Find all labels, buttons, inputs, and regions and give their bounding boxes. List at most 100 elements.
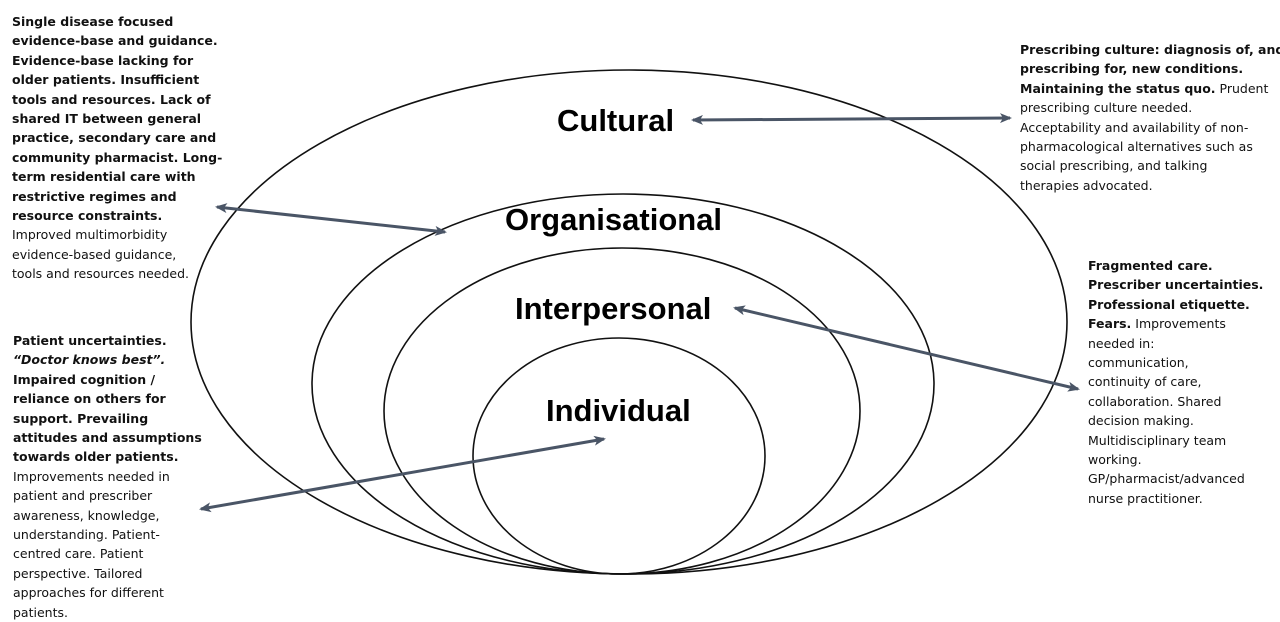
note-line: restrictive regimes and xyxy=(12,187,222,206)
note-line: pharmacological alternatives such as xyxy=(1020,137,1280,156)
note-line: evidence-based guidance, xyxy=(12,245,222,264)
note-text: prescribing for, new conditions. xyxy=(1020,61,1244,77)
note-text: towards older patients. xyxy=(13,449,179,465)
note-text: centred care. Patient xyxy=(13,546,144,562)
note-text: awareness, knowledge, xyxy=(13,507,160,523)
note-text: needed in: xyxy=(1088,335,1155,351)
note-text: social prescribing, and talking xyxy=(1020,158,1208,174)
note-line: Impaired cognition / xyxy=(13,370,202,389)
cultural-arrow xyxy=(691,113,1012,125)
note-text: patient and prescriber xyxy=(13,488,153,504)
note-text: Fears. xyxy=(1088,316,1132,332)
note-text: “Doctor knows best”. xyxy=(13,352,166,368)
note-text: support. Prevailing xyxy=(13,410,149,426)
note-line: Single disease focused xyxy=(12,12,222,31)
note-line: social prescribing, and talking xyxy=(1020,156,1280,175)
note-line: community pharmacist. Long- xyxy=(12,148,222,167)
note-text: Acceptability and availability of non- xyxy=(1020,119,1249,135)
note-line: communication, xyxy=(1088,353,1263,372)
note-text: nurse practitioner. xyxy=(1088,490,1203,506)
interpersonal-label: Interpersonal xyxy=(515,291,712,326)
note-text: attitudes and assumptions xyxy=(13,430,202,446)
note-line: Prescribing culture: diagnosis of, and xyxy=(1020,40,1280,59)
note-text: Prescribing culture: diagnosis of, and xyxy=(1020,42,1280,57)
note-text: pharmacological alternatives such as xyxy=(1020,139,1253,155)
note-text: Maintaining the status quo. xyxy=(1020,80,1216,96)
note-text: Single disease focused xyxy=(12,14,174,29)
note-text: Improvements needed in xyxy=(13,468,170,484)
note-line: Fears. Improvements xyxy=(1088,314,1263,333)
note-line: evidence-base and guidance. xyxy=(12,31,222,50)
note-text: collaboration. Shared xyxy=(1088,393,1222,409)
note-text: patients. xyxy=(13,604,68,620)
note-text: community pharmacist. Long- xyxy=(12,149,223,165)
cultural-note: Prescribing culture: diagnosis of, and pr… xyxy=(1020,40,1280,195)
note-text: resource constraints. xyxy=(12,208,163,224)
note-line: patients. xyxy=(13,603,202,622)
note-line: shared IT between general xyxy=(12,109,222,128)
note-line: decision making. xyxy=(1088,411,1263,430)
note-text: perspective. Tailored xyxy=(13,565,143,581)
note-line: GP/pharmacist/advanced xyxy=(1088,469,1263,488)
note-line: prescribing culture needed. xyxy=(1020,98,1280,117)
note-line: collaboration. Shared xyxy=(1088,392,1263,411)
note-line: continuity of care, xyxy=(1088,372,1263,391)
note-text: shared IT between general xyxy=(12,111,202,127)
individual-note: Patient uncertainties. “Doctor knows best… xyxy=(13,331,202,622)
note-text: Impaired cognition / xyxy=(13,371,156,387)
note-text: decision making. xyxy=(1088,413,1194,429)
interpersonal-arrow xyxy=(733,305,1080,392)
note-text: reliance on others for xyxy=(13,391,166,407)
note-line: support. Prevailing xyxy=(13,409,202,428)
note-text: continuity of care, xyxy=(1088,374,1202,390)
note-line: Patient uncertainties. xyxy=(13,331,202,350)
note-text: evidence-base and guidance. xyxy=(12,33,218,49)
note-text: GP/pharmacist/advanced xyxy=(1088,471,1245,487)
note-line: centred care. Patient xyxy=(13,544,202,563)
note-text: Improvements xyxy=(1131,316,1226,332)
note-text: tools and resources needed. xyxy=(12,266,190,282)
note-line: Prescriber uncertainties. xyxy=(1088,275,1263,294)
note-line: older patients. Insufficient xyxy=(12,70,222,89)
note-text: approaches for different xyxy=(13,585,164,601)
note-line: patient and prescriber xyxy=(13,486,202,505)
individual-ellipse xyxy=(472,337,766,575)
note-text: Evidence-base lacking for xyxy=(12,52,194,68)
cultural-label: Cultural xyxy=(557,103,675,138)
note-line: Maintaining the status quo. Prudent xyxy=(1020,79,1280,98)
note-line: towards older patients. xyxy=(13,447,202,466)
note-line: Professional etiquette. xyxy=(1088,295,1263,314)
note-line: understanding. Patient- xyxy=(13,525,202,544)
note-line: needed in: xyxy=(1088,334,1263,353)
individual-label: Individual xyxy=(546,393,691,428)
note-line: working. xyxy=(1088,450,1263,469)
note-line: tools and resources needed. xyxy=(12,264,222,283)
note-line: tools and resources. Lack of xyxy=(12,90,222,109)
note-line: resource constraints. xyxy=(12,206,222,225)
note-text: communication, xyxy=(1088,355,1189,371)
note-line: Improvements needed in xyxy=(13,467,202,486)
note-line: Improved multimorbidity xyxy=(12,225,222,244)
organisational-label: Organisational xyxy=(505,202,723,237)
note-text: tools and resources. Lack of xyxy=(12,91,211,107)
note-line: “Doctor knows best”. xyxy=(13,350,202,369)
organisational-note: Single disease focused evidence-base and … xyxy=(12,12,222,284)
note-line: nurse practitioner. xyxy=(1088,489,1263,508)
note-line: Evidence-base lacking for xyxy=(12,51,222,70)
note-line: Acceptability and availability of non- xyxy=(1020,118,1280,137)
note-text: practice, secondary care and xyxy=(12,130,217,146)
note-line: attitudes and assumptions xyxy=(13,428,202,447)
note-text: Prescriber uncertainties. xyxy=(1088,277,1264,293)
organisational-ellipse xyxy=(311,193,935,575)
note-line: awareness, knowledge, xyxy=(13,506,202,525)
note-line: Multidisciplinary team xyxy=(1088,431,1263,450)
note-text: restrictive regimes and xyxy=(12,188,177,204)
note-text: Improved multimorbidity xyxy=(12,227,168,243)
note-line: therapies advocated. xyxy=(1020,176,1280,195)
organisational-arrow xyxy=(215,203,447,236)
note-text: term residential care with xyxy=(12,169,196,185)
note-text: Multidisciplinary team xyxy=(1088,432,1227,448)
note-text: prescribing culture needed. xyxy=(1020,100,1193,116)
note-text: Fragmented care. xyxy=(1088,258,1213,273)
